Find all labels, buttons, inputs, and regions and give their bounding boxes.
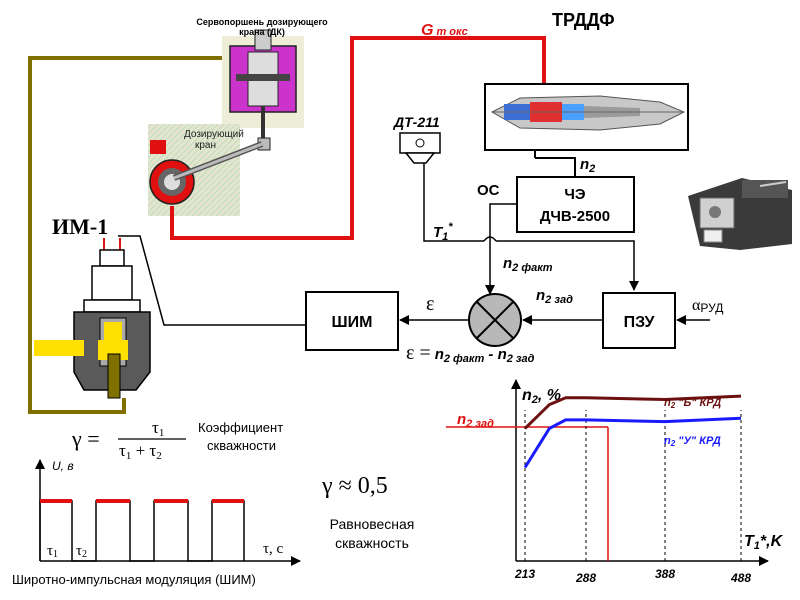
chart-x-tick-label: 488 xyxy=(730,571,751,585)
im1-label: ИМ-1 xyxy=(52,214,108,239)
pwm-x-label: τ, с xyxy=(263,541,284,557)
che-label-line2: ДЧВ-2500 xyxy=(540,208,610,225)
tau1-numerator: τ1 xyxy=(152,418,164,439)
servo-title-line2: крана (ДК) xyxy=(239,27,285,37)
metering-valve xyxy=(148,124,264,216)
shim-block xyxy=(305,291,399,351)
gamma-formula: γ = τ1 τ1 + τ2 xyxy=(71,418,186,462)
servo-title-line1: Сервопоршень дозирующего xyxy=(196,17,328,27)
t1-to-pzu-line xyxy=(496,240,639,291)
chart-series-label: n2 "Б" КРД xyxy=(664,397,721,410)
feedback-line xyxy=(485,203,517,295)
chart-series-label: n2 "У" КРД xyxy=(664,435,721,448)
t1-label: T1* xyxy=(433,221,453,243)
approx-formula: γ ≈ 0,5 xyxy=(321,473,388,499)
n2-engine-label: n2 xyxy=(580,156,595,175)
engine-title: ТРДДФ xyxy=(552,10,615,30)
valve-label-line1: Дозирующий xyxy=(184,129,244,140)
equilibrium-label-line1: Равновесная xyxy=(330,516,415,532)
n2-fakt-label: n2 факт xyxy=(503,255,553,274)
actuator-im1 xyxy=(34,238,151,399)
epsilon-label: ε xyxy=(426,293,434,315)
n2-zad-label: n2 зад xyxy=(536,287,573,306)
rud-label: αРУД xyxy=(692,297,723,315)
summing-junction xyxy=(468,293,522,347)
n2-characteristic-chart: n2, % T1*,K n2 зад 213 288 388 488 n2 "Б" КР… xyxy=(446,379,784,585)
sensor-label: ДТ-211 xyxy=(393,114,440,130)
valve-label-line2: кран xyxy=(195,140,216,151)
pzu-block xyxy=(602,292,676,349)
gamma-lhs: γ = xyxy=(71,426,100,451)
equipment-photo xyxy=(688,178,792,250)
chart-series-line xyxy=(523,416,742,469)
pwm-caption: Широтно-импульсная модуляция (ШИМ) xyxy=(12,572,256,587)
pwm-tau1-label: τ1 xyxy=(47,543,58,560)
coefficient-label-line2: скважности xyxy=(207,438,276,453)
chart-x-tick-label: 388 xyxy=(655,567,675,581)
chart-x-tick-label: 213 xyxy=(514,567,535,581)
pwm-y-label: U, в xyxy=(52,459,74,473)
tau-denominator: τ1 + τ2 xyxy=(119,441,162,462)
coefficient-label-line1: Коэффициент xyxy=(198,420,283,435)
t1-signal-line xyxy=(423,163,484,242)
che-label-line1: ЧЭ xyxy=(564,186,586,203)
fuel-flow-line xyxy=(170,36,550,240)
chart-x-label: T1*,K xyxy=(744,533,784,552)
equilibrium-label-line2: скважность xyxy=(335,535,409,551)
chart-x-tick-label: 288 xyxy=(575,571,596,585)
os-label: ОС xyxy=(477,182,500,199)
shim-label: ШИМ xyxy=(332,314,373,331)
n2-signal-route xyxy=(535,157,576,177)
pwm-plot: U, в τ1 τ2 τ, с xyxy=(35,459,301,566)
pwm-tau2-label: τ2 xyxy=(76,543,87,560)
chart-y-label: n2, % xyxy=(522,387,561,406)
olive-hydraulic-line xyxy=(28,56,228,414)
chart-series-line xyxy=(523,394,742,430)
pwm-waveform xyxy=(39,500,245,562)
sensor-icon xyxy=(399,132,441,164)
shim-to-im1-line xyxy=(118,235,306,326)
chart-reference-label: n2 зад xyxy=(457,411,494,430)
error-equation: ε =n2 факт - n2 зад xyxy=(406,342,535,365)
pzu-label: ПЗУ xyxy=(624,314,656,331)
servo-piston xyxy=(222,29,304,151)
engine-image xyxy=(484,83,689,151)
